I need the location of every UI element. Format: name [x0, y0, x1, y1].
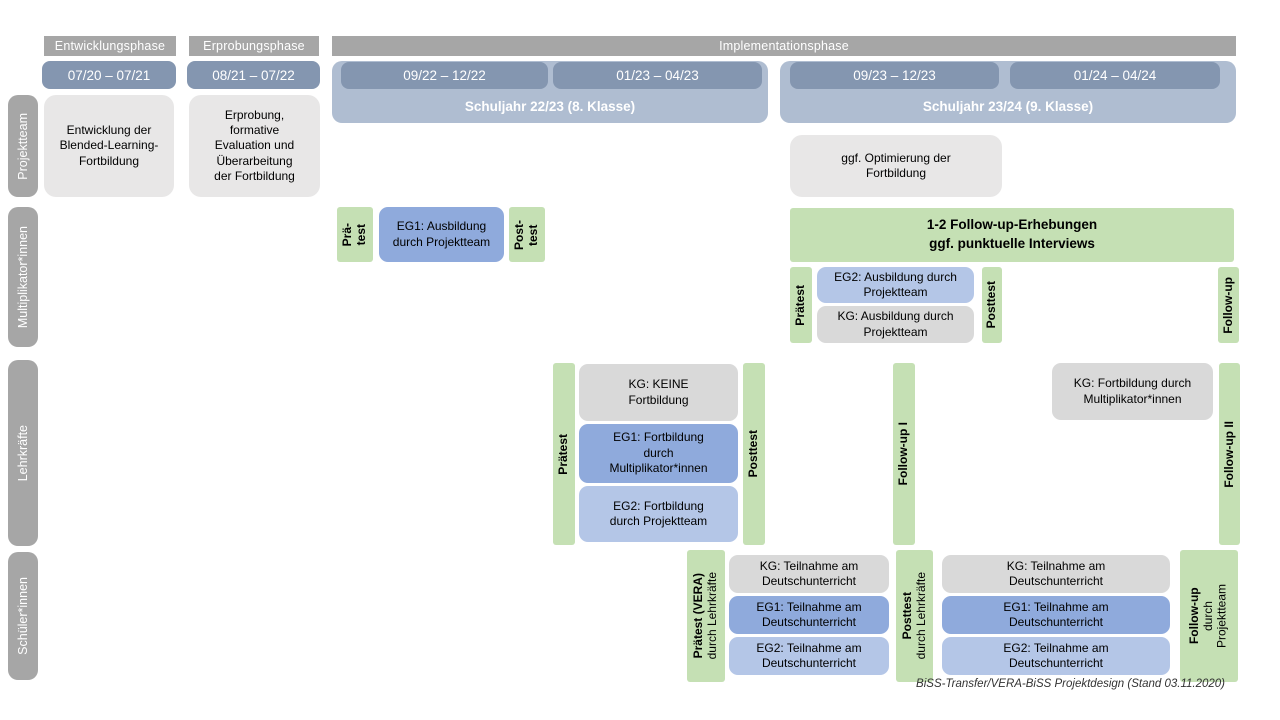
- erprobung-evaluation-box: Erprobung, formative Evaluation und Über…: [189, 95, 320, 197]
- praetest-vera-schueler-tab: Prätest (VERA)durch Lehrkräfte: [687, 550, 725, 682]
- eg2-teilnahme-deutschunterricht-box-2: EG2: Teilnahme am Deutschunterricht: [942, 637, 1170, 675]
- posttest2-multiplikatoren-tab: Posttest: [982, 267, 1002, 343]
- praetest-lehrkraefte-tab: Prätest: [553, 363, 575, 545]
- posttest-lehrkraefte-tab: Posttest: [743, 363, 765, 545]
- timeline-01-23-04-23: 01/23 – 04/23: [553, 62, 762, 89]
- timeline-09-23-12-23: 09/23 – 12/23: [790, 62, 999, 89]
- timeline-07-20-07-21: 07/20 – 07/21: [42, 61, 176, 89]
- timeline-08-21-07-22: 08/21 – 07/22: [187, 61, 320, 89]
- followup2-lehrkraefte-tab: Follow-up II: [1219, 363, 1240, 545]
- praetest-multiplikatoren-tab: Prä-test: [337, 207, 373, 262]
- kg-teilnahme-deutschunterricht-box-1: KG: Teilnahme am Deutschunterricht: [729, 555, 889, 593]
- followup1-lehrkraefte-tab: Follow-up I: [893, 363, 915, 545]
- row-label-lehrkraefte: Lehrkräfte: [8, 360, 38, 546]
- kg-teilnahme-deutschunterricht-box-2: KG: Teilnahme am Deutschunterricht: [942, 555, 1170, 593]
- eg2-ausbildung-projektteam-box: EG2: Ausbildung durch Projektteam: [817, 267, 974, 303]
- phase-header-erprobungsphase: Erprobungsphase: [189, 36, 319, 56]
- followup-multiplikatoren-tab: Follow-up: [1218, 267, 1239, 343]
- row-label-schueler: Schüler*innen: [8, 552, 38, 680]
- eg1-ausbildung-projektteam-box: EG1: Ausbildung durch Projektteam: [379, 207, 504, 262]
- kg-ausbildung-projektteam-box: KG: Ausbildung durch Projektteam: [817, 306, 974, 343]
- optimierung-fortbildung-box: ggf. Optimierung der Fortbildung: [790, 135, 1002, 197]
- footer-caption: BiSS-Transfer/VERA-BiSS Projektdesign (S…: [916, 678, 1225, 690]
- row-label-multiplikatoren: Multiplikator*innen: [8, 207, 38, 347]
- timeline-01-24-04-24: 01/24 – 04/24: [1010, 62, 1220, 89]
- eg2-teilnahme-deutschunterricht-box-1: EG2: Teilnahme am Deutschunterricht: [729, 637, 889, 675]
- posttest-multiplikatoren-tab: Post-test: [509, 207, 545, 262]
- row-label-projektteam: Projektteam: [8, 95, 38, 197]
- eg2-fortbildung-projektteam-box: EG2: Fortbildung durch Projektteam: [579, 486, 738, 542]
- kg-keine-fortbildung-box: KG: KEINE Fortbildung: [579, 364, 738, 421]
- schuljahr-23-24-label: Schuljahr 23/24 (9. Klasse): [922, 98, 1094, 114]
- phase-header-entwicklungsphase: Entwicklungsphase: [44, 36, 176, 56]
- entwicklung-fortbildung-box: Entwicklung der Blended-Learning-Fortbil…: [44, 95, 174, 197]
- followup-erhebungen-box: 1-2 Follow-up-Erhebungen ggf. punktuelle…: [790, 208, 1234, 262]
- schuljahr-22-23-label: Schuljahr 22/23 (8. Klasse): [464, 98, 636, 114]
- praetest2-multiplikatoren-tab: Prätest: [790, 267, 812, 343]
- eg1-fortbildung-multiplikatoren-box: EG1: Fortbildung durch Multiplikator*inn…: [579, 424, 738, 483]
- eg1-teilnahme-deutschunterricht-box-1: EG1: Teilnahme am Deutschunterricht: [729, 596, 889, 634]
- phase-header-implementationsphase: Implementationsphase: [332, 36, 1236, 56]
- kg-fortbildung-multiplikatoren-box: KG: Fortbildung durch Multiplikator*inne…: [1052, 363, 1213, 420]
- eg1-teilnahme-deutschunterricht-box-2: EG1: Teilnahme am Deutschunterricht: [942, 596, 1170, 634]
- timeline-09-22-12-22: 09/22 – 12/22: [341, 62, 548, 89]
